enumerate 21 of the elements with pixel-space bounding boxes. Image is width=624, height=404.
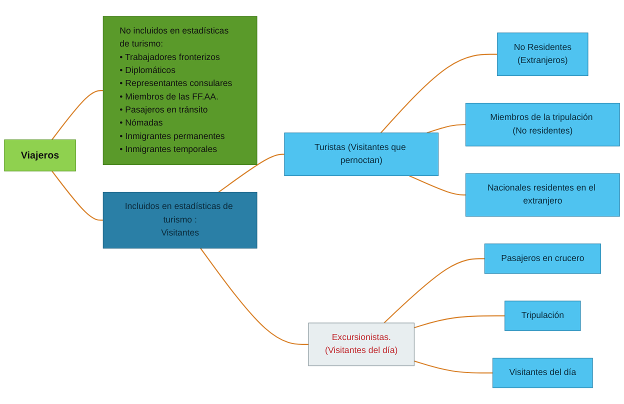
node-box: Miembros de la tripulación (No residentes): [465, 102, 620, 146]
node-box: No incluidos en estadísticas de turismo: • Trabajadores fronterizos • Diplomáticos • Representantes consulares • Miembros de las FF.AA. • Pasajeros en tránsito • Nómadas • Inmigrantes permanentes • Inmigrantes temporales: [102, 16, 258, 165]
connector: [218, 154, 284, 193]
node-box: Nacionales residentes en el extranjero: [465, 173, 620, 217]
connector: [414, 315, 505, 328]
node-box: Visitantes del día: [492, 358, 593, 388]
node-box: No Residentes (Extranjeros): [497, 32, 588, 76]
node-box: Excursionistas. (Visitantes del día): [308, 322, 414, 366]
connector: [52, 170, 104, 221]
connector: [200, 248, 309, 345]
node-box: Viajeros: [4, 139, 76, 172]
node-box: Turistas (Visitantes que pernoctan): [284, 132, 439, 176]
connector: [408, 175, 466, 196]
connector: [426, 124, 466, 134]
node-box: Incluidos en estadísticas de turismo : Visitantes: [102, 192, 258, 248]
connector: [380, 54, 498, 134]
node-box: Tripulación: [504, 300, 581, 331]
node-box: Pasajeros en crucero: [484, 243, 601, 274]
connector: [52, 90, 104, 140]
connector: [384, 258, 485, 324]
connector: [414, 360, 493, 374]
